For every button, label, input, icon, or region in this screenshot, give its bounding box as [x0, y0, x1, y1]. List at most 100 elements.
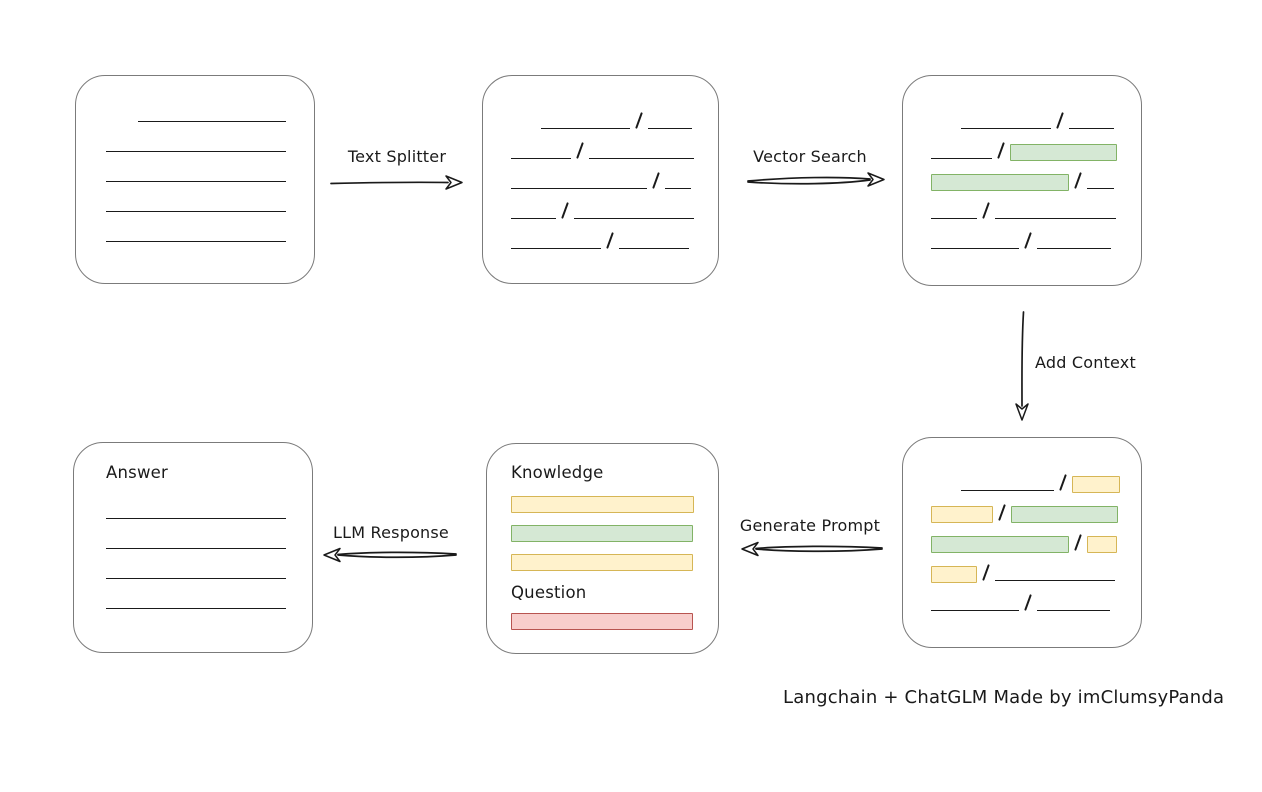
- sketch-row: [511, 142, 710, 159]
- context-chunks-lines: [903, 438, 1141, 611]
- text-line: [106, 548, 286, 549]
- text-line: [511, 218, 556, 219]
- slash-separator: [1074, 172, 1082, 189]
- text-line: [1087, 188, 1114, 189]
- text-line: [648, 128, 692, 129]
- sketch-row: [511, 496, 710, 513]
- yellow-chunk: [511, 496, 694, 513]
- sketch-row: [931, 142, 1133, 161]
- node-answer: Answer: [73, 442, 313, 653]
- text-line: [995, 580, 1115, 581]
- llm-response-label: LLM Response: [333, 523, 449, 542]
- text-line: [931, 158, 992, 159]
- text-line: [106, 241, 286, 242]
- sketch-row: [106, 534, 304, 549]
- vector-search-arrow: [747, 172, 885, 187]
- matched-chunks-lines: [903, 76, 1141, 249]
- green-chunk: [1010, 144, 1117, 161]
- text-line: [931, 248, 1019, 249]
- green-chunk: [931, 536, 1069, 553]
- slash-separator: [997, 142, 1005, 159]
- generate-prompt-label: Generate Prompt: [739, 516, 881, 535]
- sketch-row: [106, 504, 304, 519]
- yellow-chunk: [511, 554, 693, 571]
- slash-separator: [1074, 534, 1082, 551]
- text-line: [541, 128, 630, 129]
- sketch-row: [931, 534, 1133, 553]
- text-splitter-label: Text Splitter: [347, 147, 447, 166]
- llm-response-arrow: [323, 547, 457, 563]
- sketch-row: [931, 594, 1133, 611]
- text-line: [931, 610, 1019, 611]
- sketch-row: [511, 554, 710, 571]
- sketch-row: [511, 172, 710, 189]
- answer-label: Answer: [106, 463, 168, 482]
- green-chunk: [931, 174, 1069, 191]
- text-line: [106, 151, 286, 152]
- source-document-lines: [76, 76, 314, 242]
- caption: Langchain + ChatGLM Made by imClumsyPand…: [783, 687, 1225, 708]
- text-line: [511, 188, 647, 189]
- sketch-row: [106, 107, 304, 122]
- sketch-row: [931, 232, 1133, 249]
- text-line: [106, 518, 286, 519]
- sketch-row: [511, 613, 710, 630]
- node-matched-chunks: [902, 75, 1142, 286]
- sketch-row: [931, 112, 1133, 129]
- split-chunks-lines: [483, 76, 718, 249]
- text-line: [589, 158, 694, 159]
- text-line: [511, 158, 571, 159]
- green-chunk: [1011, 506, 1118, 523]
- text-splitter-arrow: [330, 175, 463, 190]
- text-line: [665, 188, 691, 189]
- spacer: [931, 128, 961, 129]
- node-context-chunks: [902, 437, 1142, 648]
- sketch-row: [511, 202, 710, 219]
- sketch-row: [931, 172, 1133, 191]
- sketch-row: [106, 167, 304, 182]
- text-line: [574, 218, 694, 219]
- slash-separator: [1024, 232, 1032, 249]
- text-line: [961, 128, 1051, 129]
- slash-separator: [635, 112, 643, 129]
- text-line: [106, 608, 286, 609]
- sketch-row: [106, 594, 304, 609]
- sketch-row: [106, 227, 304, 242]
- text-line: [1069, 128, 1114, 129]
- spacer: [511, 128, 541, 129]
- sketch-row: [931, 564, 1133, 583]
- vector-search-label: Vector Search: [753, 147, 867, 166]
- slash-separator: [982, 564, 990, 581]
- slash-separator: [606, 232, 614, 249]
- sketch-row: [106, 564, 304, 579]
- node-split-chunks: [482, 75, 719, 284]
- text-line: [1037, 610, 1110, 611]
- sketch-row: Answer: [106, 463, 304, 483]
- slash-separator: [576, 142, 584, 159]
- text-line: [106, 578, 286, 579]
- sketch-row: [106, 197, 304, 212]
- red-chunk: [511, 613, 693, 630]
- text-line: [961, 490, 1054, 491]
- slash-separator: [1024, 594, 1032, 611]
- sketch-row: [931, 474, 1133, 493]
- text-line: [106, 181, 286, 182]
- text-line: [106, 211, 286, 212]
- knowledge-label: Knowledge: [511, 463, 604, 482]
- text-line: [511, 248, 601, 249]
- question-label: Question: [511, 583, 587, 602]
- sketch-row: [511, 525, 710, 542]
- text-line: [138, 121, 286, 122]
- add-context-arrow: [1015, 311, 1029, 421]
- slash-separator: [998, 504, 1006, 521]
- slash-separator: [1059, 474, 1067, 491]
- add-context-label: Add Context: [1035, 353, 1136, 372]
- sketch-row: [106, 137, 304, 152]
- green-chunk: [511, 525, 693, 542]
- generate-prompt-arrow: [741, 541, 883, 557]
- sketch-row: Question: [511, 583, 710, 603]
- sketch-row: Knowledge: [511, 463, 710, 483]
- yellow-chunk: [1087, 536, 1117, 553]
- text-line: [931, 218, 977, 219]
